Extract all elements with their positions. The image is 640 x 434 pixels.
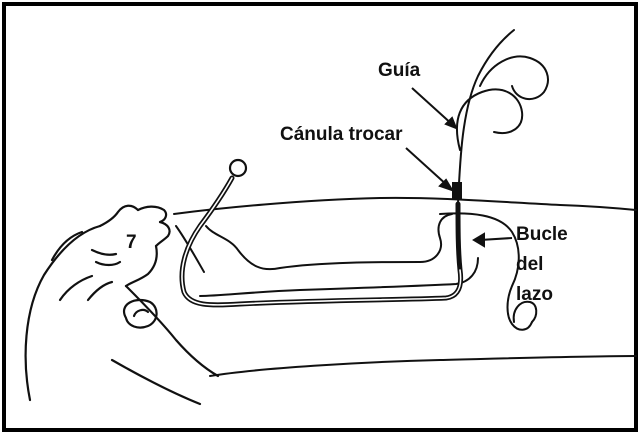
guide-wire [457, 30, 548, 204]
patient-head [26, 206, 218, 404]
label-number-7: 7 [126, 232, 137, 253]
tube-ball-tip [230, 160, 246, 176]
label-bucle-line3: lazo [516, 284, 553, 305]
label-bucle-line1: Bucle [516, 224, 568, 245]
label-bucle-line2: del [516, 254, 543, 275]
label-guia: Guía [378, 60, 421, 81]
label-canula-trocar: Cánula trocar [280, 124, 403, 145]
